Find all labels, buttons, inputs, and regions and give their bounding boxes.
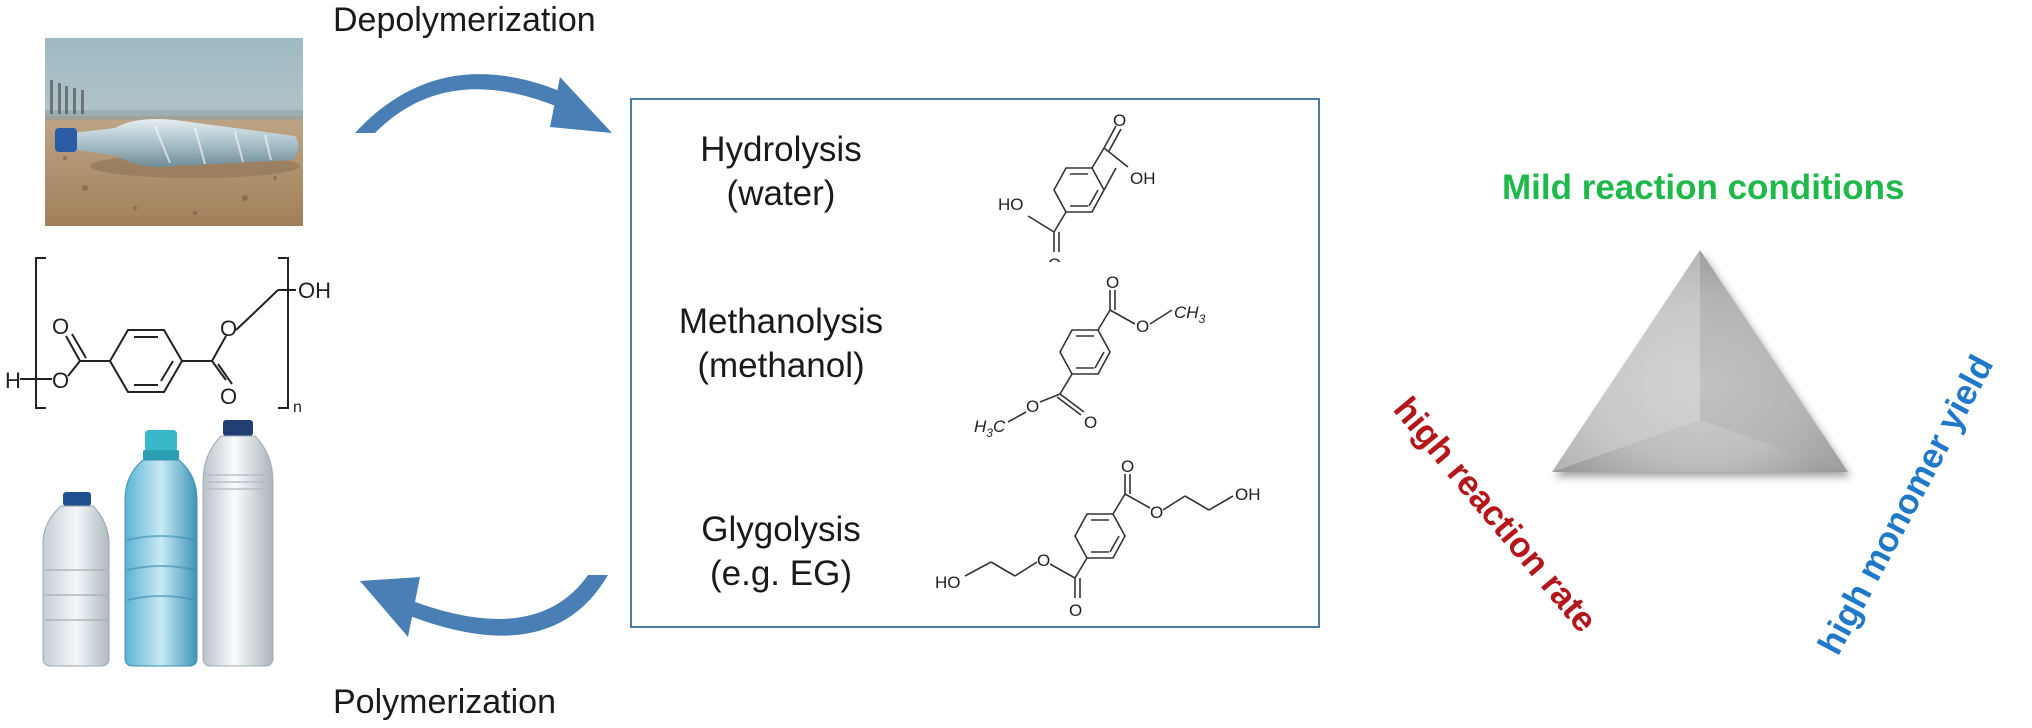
depolymerization-methods-box <box>630 98 1320 628</box>
method-name: Hydrolysis <box>700 130 862 169</box>
terephthalic-acid-structure: O OH HO O <box>998 112 1156 262</box>
pet-o-label: O <box>52 314 69 339</box>
atom-label: OH <box>1235 485 1261 504</box>
plastic-bottles-photo <box>42 420 274 667</box>
polymerization-label: Polymerization <box>333 683 556 721</box>
method-glycolysis: Glygolysis (e.g. EG) <box>666 508 896 596</box>
atom-label: O <box>1026 397 1039 416</box>
atom-label: OH <box>1130 169 1156 188</box>
pet-h-label: H <box>5 368 21 393</box>
methyl-label: CH3 <box>1174 303 1206 326</box>
method-methanolysis: Methanolysis (methanol) <box>666 300 896 388</box>
atom-label: O <box>1048 255 1061 262</box>
method-name: Glygolysis <box>701 510 861 549</box>
beach-bottle-photo <box>45 38 303 226</box>
method-hydrolysis: Hydrolysis (water) <box>666 128 896 216</box>
atom-label: O <box>1113 112 1126 130</box>
pet-o-label: O <box>220 316 237 341</box>
dimethyl-terephthalate-structure: O O CH3 O O H3C <box>974 273 1206 440</box>
atom-label: HO <box>998 195 1024 214</box>
pet-oh-label: OH <box>298 278 331 303</box>
method-reagent: (methanol) <box>697 346 865 385</box>
atom-label: O <box>1037 551 1050 570</box>
method-reagent: (e.g. EG) <box>710 554 852 593</box>
atom-label: O <box>1069 601 1082 620</box>
depolymerization-arrow <box>355 74 612 133</box>
polymerization-arrow <box>360 575 608 637</box>
pet-structure: H O O O O OH n <box>5 257 331 416</box>
pet-o-label: O <box>220 384 237 409</box>
pet-subscript-n: n <box>293 399 302 416</box>
method-reagent: (water) <box>726 174 836 213</box>
bhet-structure: O O OH O O HO <box>935 458 1261 620</box>
atom-label: O <box>1121 458 1134 476</box>
methyl-label: H3C <box>974 417 1006 440</box>
atom-label: O <box>1150 503 1163 522</box>
pet-o-label: O <box>52 368 69 393</box>
method-name: Methanolysis <box>678 302 884 341</box>
atom-label: O <box>1084 413 1097 432</box>
atom-label: O <box>1136 317 1149 336</box>
criteria-triangle <box>1552 250 1848 472</box>
depolymerization-label: Depolymerization <box>333 1 596 39</box>
atom-label: O <box>1106 273 1119 292</box>
criterion-mild-conditions: Mild reaction conditions <box>1502 168 1905 207</box>
atom-label: HO <box>935 573 961 592</box>
